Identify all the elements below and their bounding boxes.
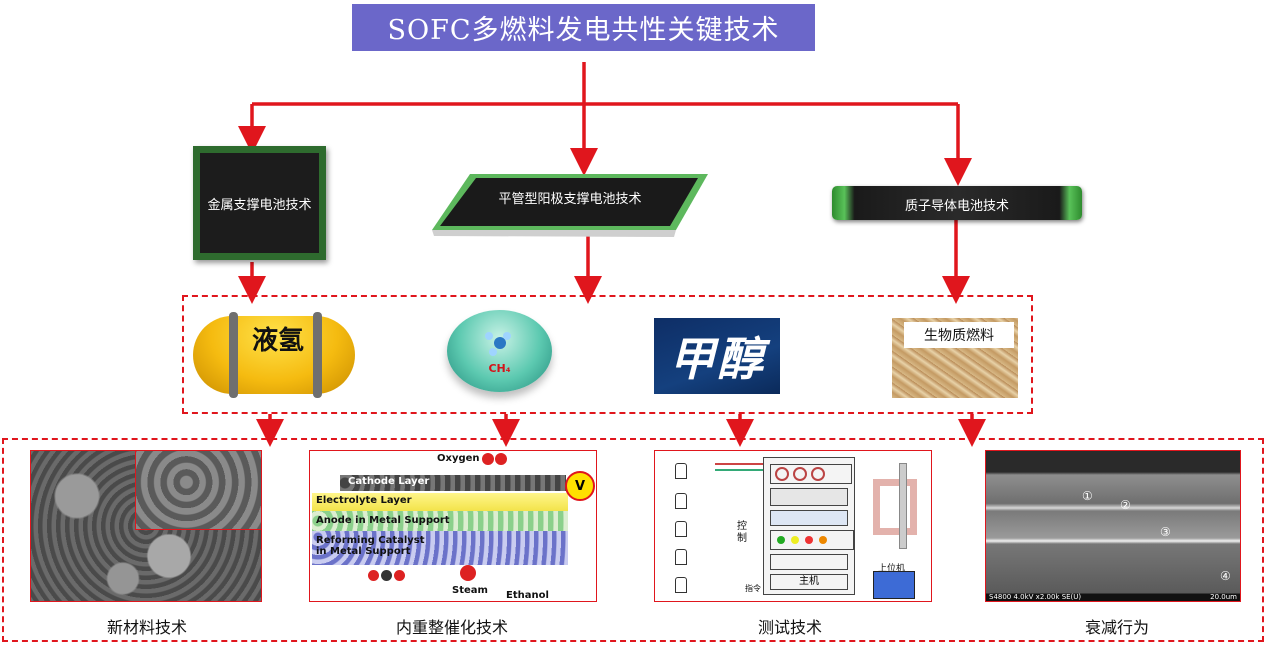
- electrolyte-label: Electrolyte Layer: [316, 495, 412, 506]
- internal-reforming-diagram: Oxygen Cathode Layer Electrolyte Layer A…: [309, 450, 597, 602]
- marker-2: ②: [1120, 498, 1131, 512]
- new-materials-image: [30, 450, 262, 602]
- gas-bottles: [675, 459, 735, 594]
- sem-footer-left: S4800 4.0kV x2.00k SE(U): [989, 593, 1082, 601]
- biomass-label: 生物质燃料: [904, 322, 1014, 348]
- catalyst-label: Reforming Catalyst in Metal Support: [316, 535, 425, 557]
- biomass-panel: 生物质燃料: [892, 318, 1018, 398]
- steam-label: Steam: [452, 585, 488, 596]
- technologies-group: [2, 438, 1264, 642]
- upper-computer-label: 上位机: [878, 564, 906, 574]
- oxygen-molecule-icon: [482, 453, 508, 465]
- methane-bubble: CH₄: [447, 310, 552, 392]
- catalyst-layer: Reforming Catalyst in Metal Support: [312, 531, 568, 565]
- voltmeter-icon: V: [565, 471, 595, 501]
- metal-supported-cell: 金属支撑电池技术: [193, 146, 326, 260]
- testing-label: 测试技术: [757, 618, 822, 637]
- sem-footer-right: 20.0um: [1210, 593, 1237, 601]
- flat-tube-label: 平管型阳极支撑电池技术: [498, 192, 642, 207]
- electrolyte-layer: Electrolyte Layer: [312, 493, 568, 511]
- methanol-label: 甲醇: [669, 332, 765, 386]
- diagram-title: SOFC多燃料发电共性关键技术: [352, 4, 815, 51]
- proton-conductor-cell: [832, 186, 1082, 220]
- cathode-layer: Cathode Layer: [340, 475, 566, 491]
- co2-molecule-icon: [368, 569, 408, 583]
- monitor-icon: [873, 571, 915, 599]
- colored-gas-lines: [715, 463, 765, 471]
- control-cabinet: 主机: [763, 457, 855, 595]
- degradation-sem-image: ① ② ③ ④ S4800 4.0kV x2.00k SE(U) 20.0um: [985, 450, 1241, 602]
- command-label: 指令: [745, 584, 761, 593]
- ethanol-label: Ethanol: [506, 590, 549, 601]
- marker-1: ①: [1082, 489, 1093, 503]
- marker-4: ④: [1220, 569, 1231, 583]
- voltage-label: V: [574, 478, 586, 494]
- liquid-hydrogen-label: 液氢: [251, 326, 304, 356]
- host-label: 主机: [770, 574, 848, 590]
- metal-cell-label: 金属支撑电池技术: [207, 197, 312, 213]
- marker-3: ③: [1160, 525, 1171, 539]
- molecule-icon: [485, 332, 511, 356]
- flat-tube-cell: [432, 174, 708, 237]
- testing-system-diagram: 控制 主机 指令 上位机: [654, 450, 932, 602]
- fuels-group: [182, 295, 1033, 414]
- degradation-label: 衰减行为: [1084, 618, 1149, 637]
- oxygen-label: Oxygen: [437, 453, 480, 464]
- water-molecule-icon: [460, 565, 476, 581]
- internal-reforming-label: 内重整催化技术: [395, 618, 508, 637]
- furnace-icon: [873, 479, 917, 535]
- proton-cell-label: 质子导体电池技术: [904, 199, 1009, 214]
- test-tube-icon: [899, 463, 907, 549]
- methane-label: CH₄: [488, 362, 511, 375]
- liquid-hydrogen-tank: 液氢: [193, 312, 355, 398]
- methanol-panel: 甲醇: [654, 318, 780, 394]
- anode-layer: Anode in Metal Support: [312, 511, 568, 531]
- anode-label: Anode in Metal Support: [316, 515, 450, 526]
- new-materials-label: 新材料技术: [106, 618, 187, 637]
- cathode-label: Cathode Layer: [348, 476, 430, 487]
- control-label: 控制: [737, 521, 747, 544]
